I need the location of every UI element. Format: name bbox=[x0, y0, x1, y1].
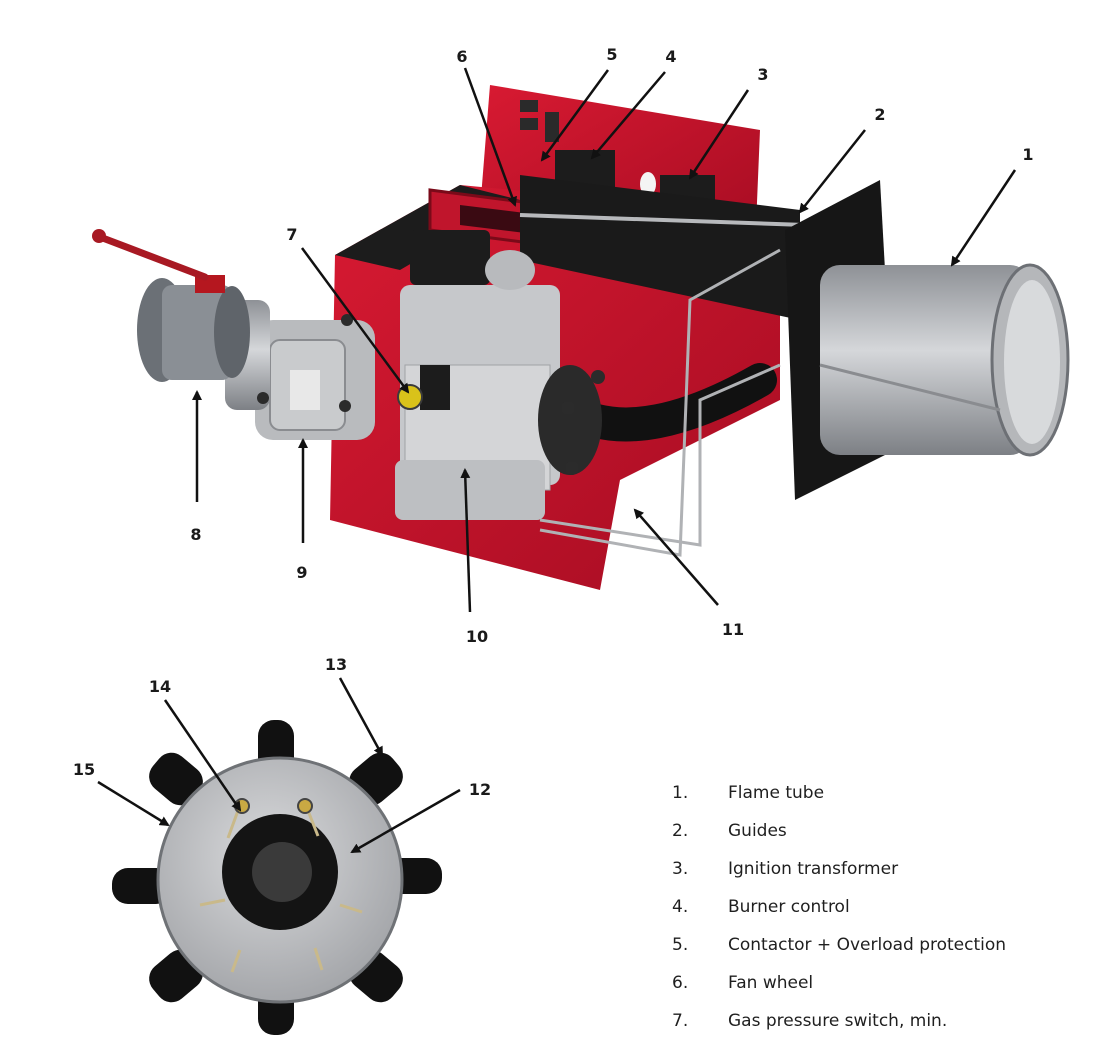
callout-7: 7 bbox=[286, 225, 297, 244]
callout-1: 1 bbox=[1022, 145, 1033, 164]
callout-15: 15 bbox=[73, 760, 95, 779]
legend-number: 5. bbox=[672, 935, 689, 955]
leader-11 bbox=[633, 508, 719, 606]
callout-14: 14 bbox=[149, 677, 171, 696]
leader-4 bbox=[590, 71, 666, 160]
legend-text: Burner control bbox=[728, 897, 850, 917]
legend-number: 7. bbox=[672, 1011, 689, 1031]
gas-multiblock bbox=[395, 230, 560, 520]
leader-2 bbox=[798, 129, 866, 214]
legend-number: 4. bbox=[672, 897, 689, 917]
leader-5 bbox=[540, 69, 610, 162]
leader-12 bbox=[350, 788, 461, 854]
legend-text: Gas pressure switch, min. bbox=[728, 1011, 948, 1031]
legend-number: 1. bbox=[672, 783, 689, 803]
callout-6: 6 bbox=[456, 47, 467, 66]
leader-14 bbox=[163, 699, 242, 812]
leader-13 bbox=[338, 677, 384, 757]
callout-9: 9 bbox=[296, 563, 307, 582]
legend-number: 2. bbox=[672, 821, 689, 841]
guide-rails bbox=[520, 175, 800, 320]
callout-8: 8 bbox=[190, 525, 201, 544]
parts-legend: 1. Flame tube 2. Guides 3. Ignition transfo… bbox=[672, 780, 1082, 1046]
legend-text: Contactor + Overload protection bbox=[728, 935, 1007, 955]
flame-tube bbox=[819, 263, 1070, 457]
callout-12: 12 bbox=[469, 780, 491, 799]
leader-6 bbox=[463, 67, 517, 207]
callout-4: 4 bbox=[665, 47, 676, 66]
legend-item: 4. Burner control bbox=[672, 894, 1082, 932]
legend-number: 3. bbox=[672, 859, 689, 879]
burner-head-illustration bbox=[112, 720, 442, 1035]
callout-11: 11 bbox=[722, 620, 744, 639]
legend-text: Flame tube bbox=[728, 783, 825, 803]
leader-10 bbox=[460, 468, 472, 613]
legend-number: 6. bbox=[672, 973, 689, 993]
leader-3 bbox=[688, 89, 750, 180]
burner-illustration bbox=[92, 85, 1070, 590]
legend-text: Guides bbox=[728, 821, 787, 841]
ball-valve bbox=[92, 229, 250, 382]
gas-pressure-switch-min bbox=[397, 384, 423, 410]
gas-filter bbox=[255, 320, 375, 440]
legend-item: 2. Guides bbox=[672, 818, 1082, 856]
leader-7 bbox=[300, 247, 410, 394]
callout-13: 13 bbox=[325, 655, 347, 674]
legend-item: 6. Fan wheel bbox=[672, 970, 1082, 1008]
callout-2: 2 bbox=[874, 105, 885, 124]
callout-5: 5 bbox=[606, 45, 617, 64]
legend-text: Ignition transformer bbox=[728, 859, 899, 879]
leader-15 bbox=[97, 780, 170, 827]
callout-10: 10 bbox=[466, 627, 488, 646]
leader-1 bbox=[950, 169, 1017, 267]
callout-labels: 1 2 3 4 5 6 7 8 9 10 11 12 13 14 15 bbox=[73, 45, 1034, 799]
legend-item: 1. Flame tube bbox=[672, 780, 1082, 818]
legend-item: 5. Contactor + Overload protection bbox=[672, 932, 1082, 970]
legend-text: Fan wheel bbox=[728, 973, 814, 993]
legend-item: 7. Gas pressure switch, min. bbox=[672, 1008, 1082, 1046]
legend-item: 3. Ignition transformer bbox=[672, 856, 1082, 894]
callout-leaders bbox=[97, 67, 1017, 854]
callout-3: 3 bbox=[757, 65, 768, 84]
